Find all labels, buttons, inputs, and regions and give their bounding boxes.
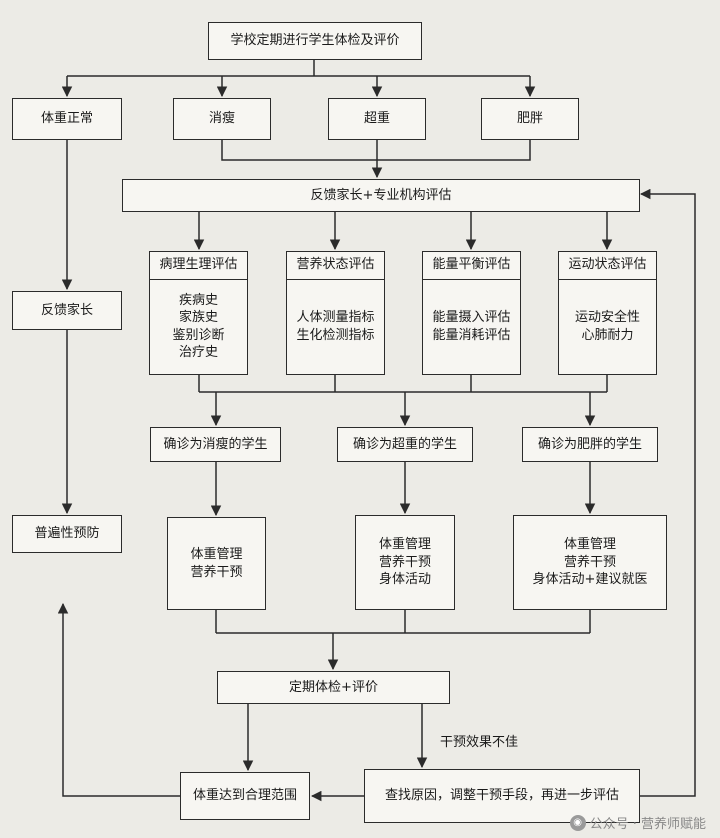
reached-range-box: 体重达到合理范围 bbox=[180, 772, 310, 820]
wechat-icon: ◉ bbox=[569, 814, 586, 831]
intervention-line: 体重管理 bbox=[378, 537, 431, 553]
adjust-intervention-label: 查找原因，调整干预手段，再进一步评估 bbox=[384, 788, 619, 804]
diagnosed-obese-label: 确诊为肥胖的学生 bbox=[537, 436, 642, 452]
assessment-line: 鉴别诊断 bbox=[172, 327, 225, 343]
thin-label: 消瘦 bbox=[208, 111, 235, 127]
assessment-exercise: 运动状态评估 运动安全性 心肺耐力 bbox=[558, 251, 657, 375]
feedback-expert-label: 反馈家长+专业机构评估 bbox=[310, 187, 452, 203]
intervention-line: 体重管理 bbox=[563, 537, 616, 553]
adjust-intervention-box: 查找原因，调整干预手段，再进一步评估 bbox=[364, 769, 640, 823]
assessment-title: 营养状态评估 bbox=[287, 252, 384, 280]
intervention-thin-box: 体重管理 营养干预 bbox=[167, 517, 266, 610]
assessment-line: 家族史 bbox=[178, 310, 218, 326]
diagnosed-overweight-box: 确诊为超重的学生 bbox=[337, 427, 473, 462]
assessment-line: 能量摄入评估 bbox=[432, 310, 511, 326]
intervention-obese-box: 体重管理 营养干预 身体活动+建议就医 bbox=[513, 515, 667, 610]
intervention-line: 身体活动+建议就医 bbox=[532, 572, 648, 588]
school-checkup-label: 学校定期进行学生体检及评价 bbox=[230, 33, 400, 49]
assessment-title: 能量平衡评估 bbox=[423, 252, 520, 280]
assessment-line: 运动安全性 bbox=[574, 310, 640, 326]
reached-range-label: 体重达到合理范围 bbox=[192, 788, 297, 804]
watermark-label: 公众号 · 营养师赋能 bbox=[589, 817, 706, 832]
school-checkup-box: 学校定期进行学生体检及评价 bbox=[208, 22, 422, 60]
normal-weight-label: 体重正常 bbox=[40, 111, 93, 127]
intervention-overweight-box: 体重管理 营养干预 身体活动 bbox=[355, 515, 455, 610]
assessment-line: 心肺耐力 bbox=[581, 327, 634, 343]
overweight-box: 超重 bbox=[328, 98, 426, 140]
normal-weight-box: 体重正常 bbox=[12, 98, 122, 140]
intervention-line: 营养干预 bbox=[563, 554, 616, 570]
thin-box: 消瘦 bbox=[173, 98, 271, 140]
feedback-parent-box: 反馈家长 bbox=[12, 291, 122, 330]
assessment-line: 生化检测指标 bbox=[296, 327, 375, 343]
assessment-title: 运动状态评估 bbox=[559, 252, 656, 280]
diagnosed-thin-label: 确诊为消瘦的学生 bbox=[163, 436, 268, 452]
assessment-line: 治疗史 bbox=[178, 345, 218, 361]
assessment-line: 疾病史 bbox=[178, 292, 218, 308]
assessment-line: 能量消耗评估 bbox=[432, 327, 511, 343]
intervention-line: 营养干预 bbox=[378, 554, 431, 570]
obese-box: 肥胖 bbox=[481, 98, 579, 140]
assessment-title: 病理生理评估 bbox=[150, 252, 247, 280]
recheck-box: 定期体检+评价 bbox=[217, 671, 450, 704]
assessment-line: 人体测量指标 bbox=[296, 310, 375, 326]
diagnosed-thin-box: 确诊为消瘦的学生 bbox=[150, 427, 281, 462]
feedback-parent-label: 反馈家长 bbox=[40, 302, 93, 318]
overweight-label: 超重 bbox=[363, 111, 390, 127]
intervention-line: 体重管理 bbox=[190, 546, 243, 562]
diagnosed-overweight-label: 确诊为超重的学生 bbox=[352, 436, 457, 452]
intervention-line: 营养干预 bbox=[190, 564, 243, 580]
obese-label: 肥胖 bbox=[516, 111, 543, 127]
diagnosed-obese-box: 确诊为肥胖的学生 bbox=[522, 427, 658, 462]
intervention-line: 身体活动 bbox=[378, 572, 431, 588]
universal-prevention-box: 普遍性预防 bbox=[12, 515, 122, 553]
assessment-pathophysiology: 病理生理评估 疾病史 家族史 鉴别诊断 治疗史 bbox=[149, 251, 248, 375]
assessment-nutrition: 营养状态评估 人体测量指标 生化检测指标 bbox=[286, 251, 385, 375]
watermark: ◉ 公众号 · 营养师赋能 bbox=[569, 813, 706, 832]
universal-prevention-label: 普遍性预防 bbox=[34, 526, 100, 542]
poor-effect-label: 干预效果不佳 bbox=[440, 735, 519, 750]
recheck-label: 定期体检+评价 bbox=[289, 679, 378, 695]
assessment-energy: 能量平衡评估 能量摄入评估 能量消耗评估 bbox=[422, 251, 521, 375]
feedback-expert-box: 反馈家长+专业机构评估 bbox=[122, 179, 640, 212]
